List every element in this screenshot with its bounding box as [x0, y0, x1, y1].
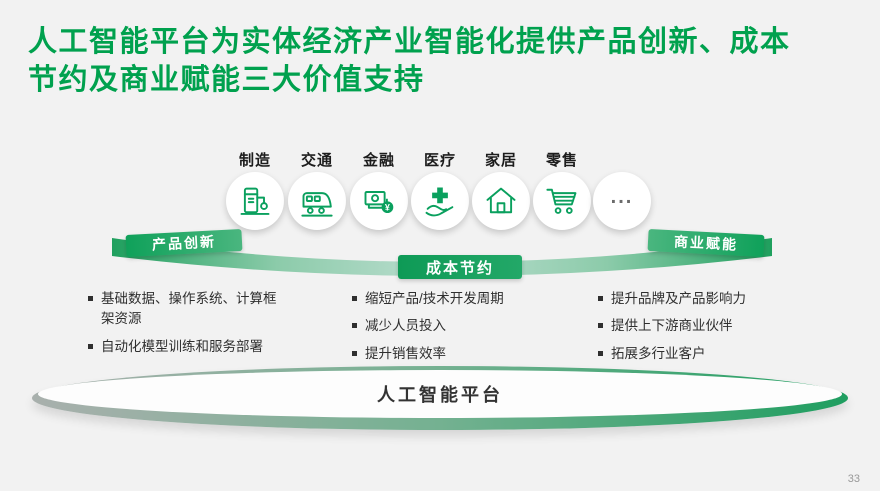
list-item: 提升销售效率 [352, 344, 592, 364]
list-item-text: 提升销售效率 [365, 345, 446, 361]
industry-label-home: 家居 [484, 152, 517, 169]
bullet-marker [352, 323, 357, 329]
industry-label-medical: 医疗 [423, 152, 456, 169]
list-item-text: 缩短产品/技术开发周期 [365, 291, 504, 306]
svg-text:¥: ¥ [385, 202, 390, 212]
home-icon [486, 187, 516, 214]
manufacturing-icon [240, 187, 270, 215]
platform-label: 人工智能平台 [377, 385, 503, 405]
title-line-2: 节约及商业赋能三大价值支持 [28, 63, 425, 96]
industry-circle-medical [411, 172, 469, 230]
list-item: 基础数据、操作系统、计算框架资源 [88, 289, 288, 330]
list-item: 提供上下游商业伙伴 [598, 316, 848, 336]
ribbon-label-cost-saving: 成本节约 [398, 255, 522, 279]
industry-circle-retail [533, 172, 591, 230]
list-item: 自动化模型训练和服务部署 [88, 337, 288, 357]
industry-label-manufacturing: 制造 [238, 152, 271, 169]
bullet-marker [352, 350, 357, 356]
column-product-innovation: 基础数据、操作系统、计算框架资源 自动化模型训练和服务部署 [88, 289, 288, 364]
column-cost-saving: 缩短产品/技术开发周期 减少人员投入 提升销售效率 [352, 289, 592, 371]
bullet-marker [352, 296, 357, 301]
list-item: 减少人员投入 [352, 316, 592, 336]
industry-label-transport: 交通 [300, 152, 333, 169]
platform-ellipse: 人工智能平台 [32, 366, 848, 430]
industry-circle-manufacturing [226, 172, 284, 230]
bullet-marker [598, 323, 603, 329]
finance-icon: ¥ [364, 191, 394, 214]
industry-circle-transport [288, 172, 346, 230]
industry-circle-more: ... [593, 172, 651, 230]
list-item-text: 提升品牌及产品影响力 [611, 291, 746, 306]
bullet-marker [598, 296, 603, 301]
list-item-text: 基础数据、操作系统、计算框架资源 [101, 291, 277, 327]
medical-icon [425, 187, 454, 217]
list-item: 提升品牌及产品影响力 [598, 289, 848, 309]
industry-label-finance: 金融 [362, 152, 395, 169]
list-item: 缩短产品/技术开发周期 [352, 289, 592, 309]
value-arc-band [112, 238, 772, 276]
title-line-1: 人工智能平台为实体经济产业智能化提供产品创新、成本 [28, 26, 791, 58]
transport-icon [301, 192, 333, 217]
column-business-empowerment: 提升品牌及产品影响力 提供上下游商业伙伴 拓展多行业客户 [598, 289, 848, 371]
industry-label-retail: 零售 [545, 152, 578, 169]
platform-ellipse-inner: 人工智能平台 [38, 370, 842, 418]
page-number: 33 [847, 473, 860, 485]
bullet-marker [88, 343, 93, 349]
retail-icon [546, 188, 577, 214]
list-item-text: 自动化模型训练和服务部署 [101, 338, 263, 354]
industry-circle-finance: ¥ [350, 172, 408, 230]
bullet-marker [88, 296, 93, 301]
page-title: 人工智能平台为实体经济产业智能化提供产品创新、成本 节约及商业赋能三大价值支持 [28, 24, 854, 99]
industry-circle-home [472, 172, 530, 230]
ellipsis-icon: ... [610, 185, 634, 208]
bullet-marker [598, 350, 603, 356]
list-item: 拓展多行业客户 [598, 344, 848, 364]
list-item-text: 拓展多行业客户 [611, 345, 706, 361]
list-item-text: 减少人员投入 [365, 318, 446, 334]
list-item-text: 提供上下游商业伙伴 [611, 318, 733, 334]
